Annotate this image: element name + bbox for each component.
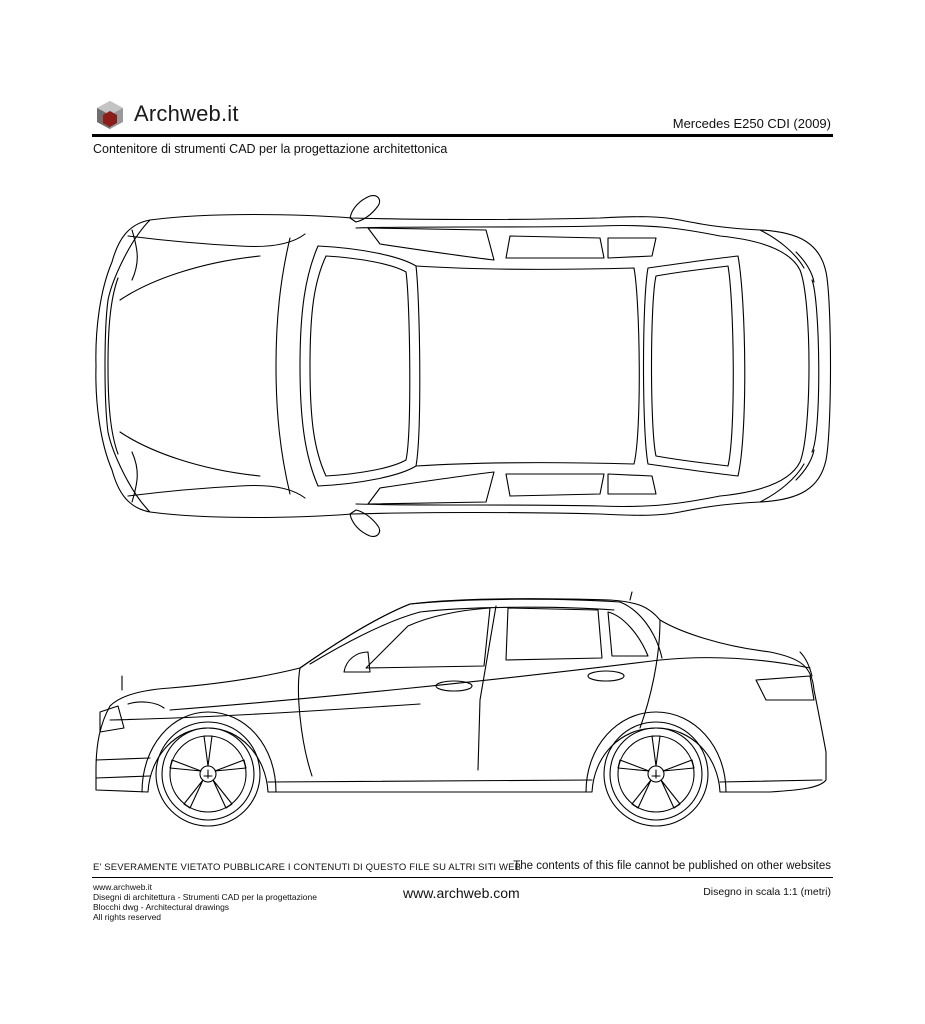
model-title: Mercedes E250 CDI (2009) (672, 116, 831, 131)
car-top-view-icon (95, 195, 832, 537)
footer-url[interactable]: www.archweb.com (403, 885, 520, 901)
car-side-view-icon (95, 591, 827, 793)
warning-italian: E' SEVERAMENTE VIETATO PUBBLICARE I CONT… (93, 862, 522, 873)
footer-line: www.archweb.it (93, 882, 153, 892)
front-wheel-icon (155, 721, 261, 827)
brand-name: Archweb.it (134, 101, 239, 126)
footer-line: Blocchi dwg - Architectural drawings (93, 902, 230, 912)
archweb-logo-icon (94, 99, 126, 131)
footer-line: Disegni di architettura - Strumenti CAD … (93, 892, 317, 902)
footer-divider (92, 877, 833, 878)
page-subtitle: Contenitore di strumenti CAD per la prog… (93, 142, 448, 156)
scale-note: Disegno in scala 1:1 (metri) (703, 886, 831, 898)
warning-english: The contents of this file cannot be publ… (513, 860, 831, 872)
footer-credits: www.archweb.it Disegni di architettura -… (93, 882, 317, 922)
header-divider (92, 134, 833, 137)
rear-wheel-icon (603, 721, 709, 827)
footer-line: All rights reserved (93, 912, 162, 922)
